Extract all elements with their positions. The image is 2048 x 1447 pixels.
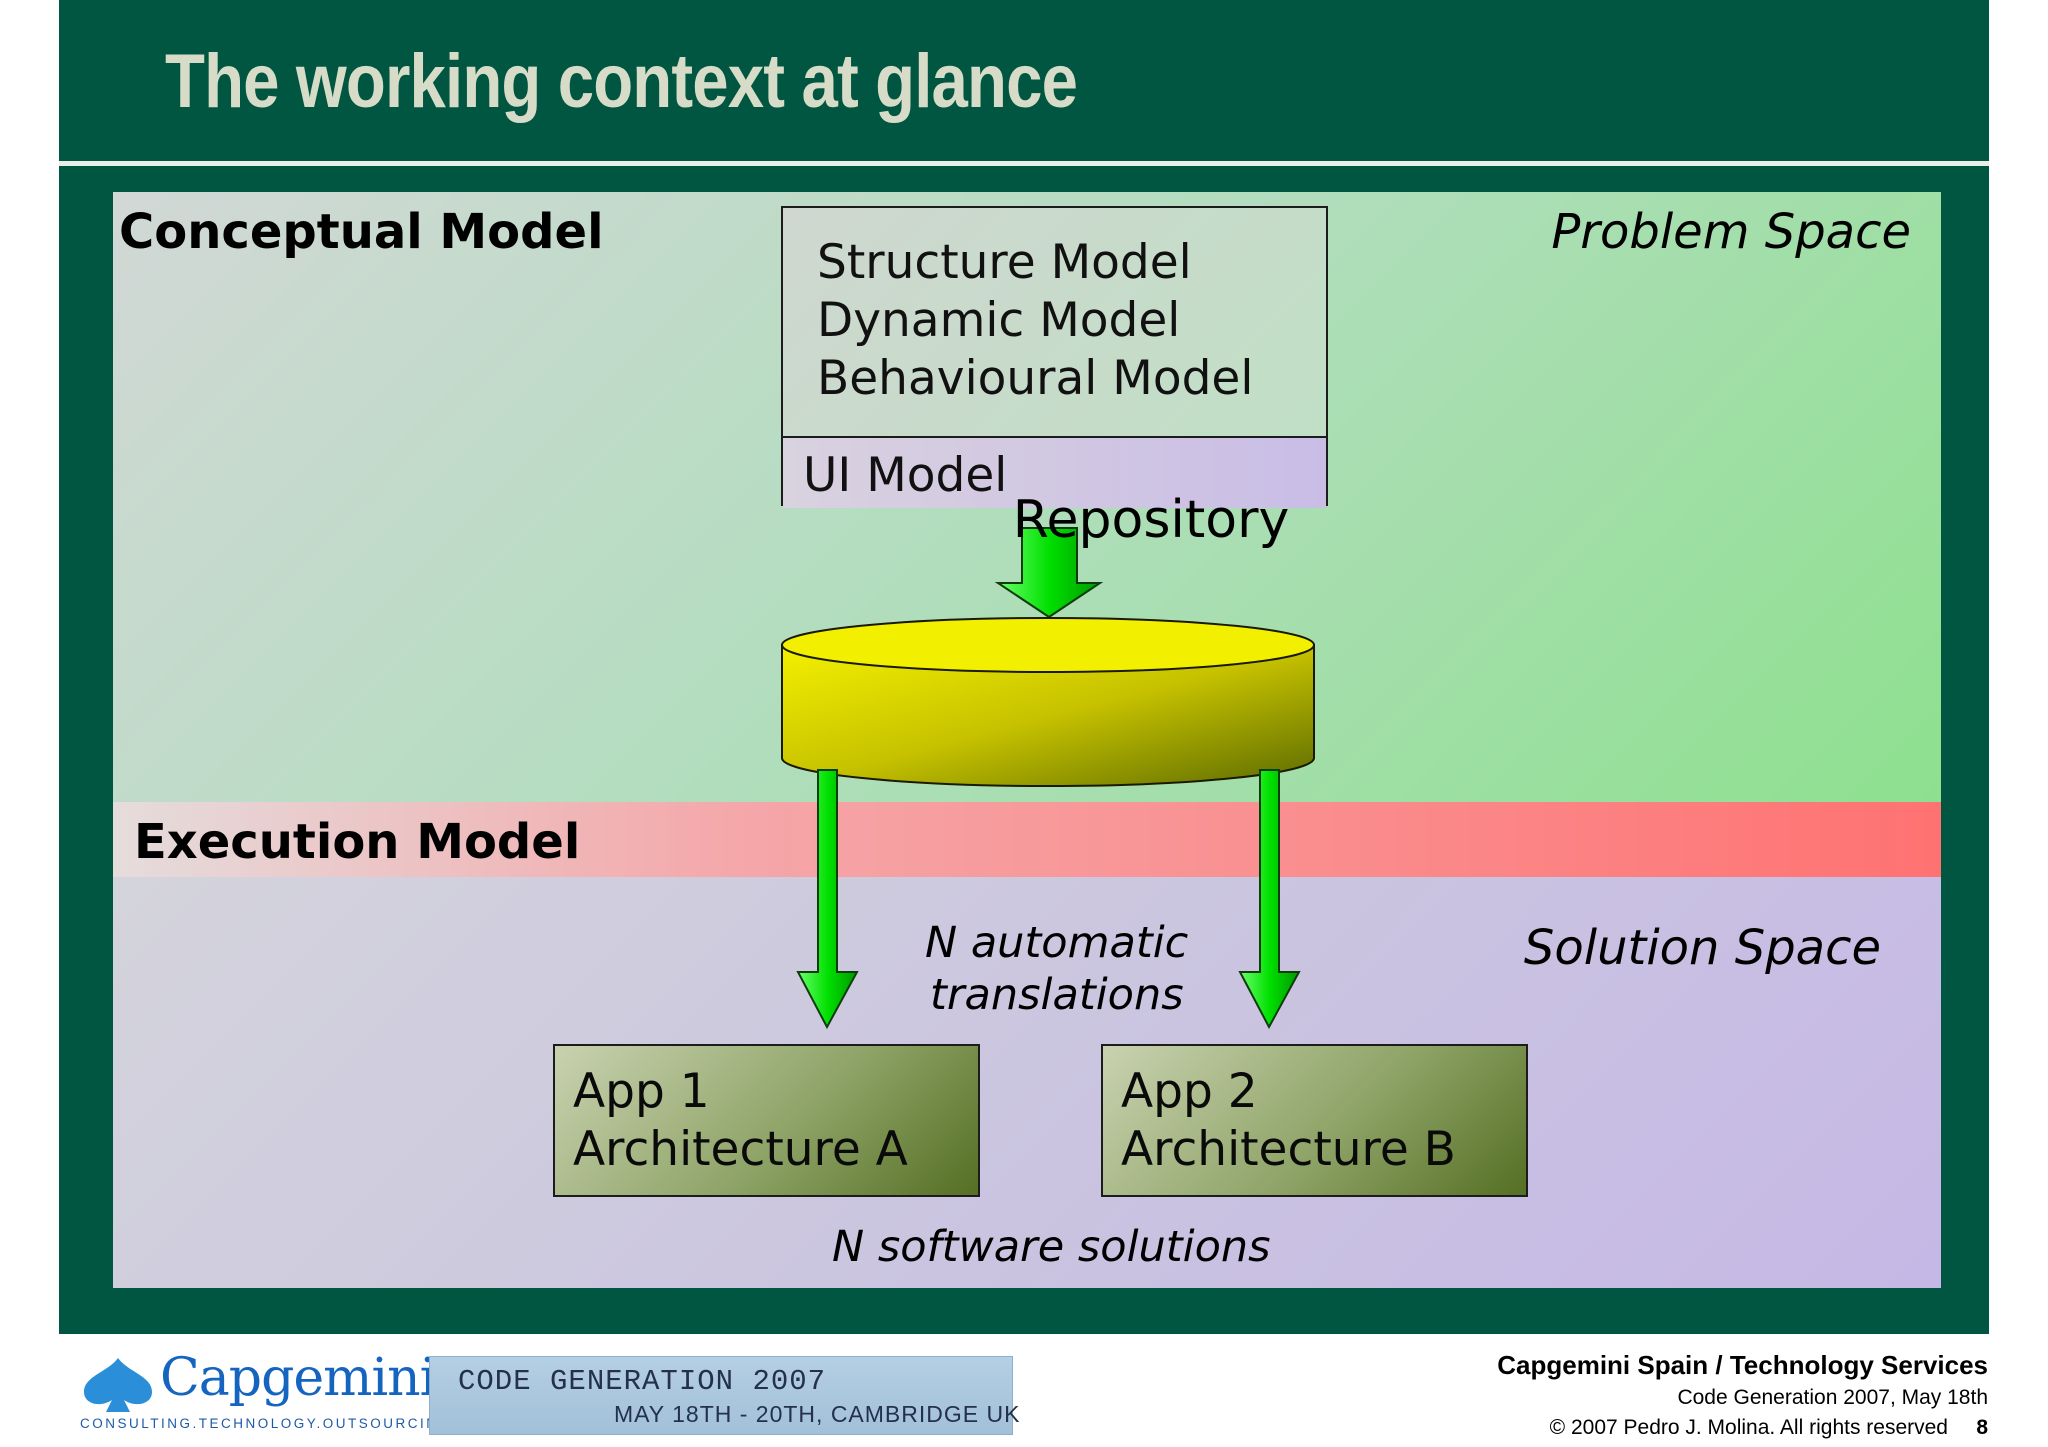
app-1-box: App 1 Architecture A	[553, 1044, 980, 1197]
logo-wordmark: Capgemini	[160, 1348, 436, 1408]
footer-company: Capgemini Spain / Technology Services	[1497, 1350, 1988, 1380]
banner-dates: MAY 18TH - 20TH, CAMBRIDGE UK	[614, 1401, 1021, 1427]
logo-tagline: CONSULTING.TECHNOLOGY.OUTSOURCING	[80, 1416, 452, 1431]
capgemini-logo: Capgemini CONSULTING.TECHNOLOGY.OUTSOURC…	[78, 1348, 449, 1438]
translations-label-line1: N automatic	[925, 918, 1189, 968]
page-number: 8	[1976, 1416, 1988, 1439]
solution-space-zone	[113, 877, 1941, 1288]
execution-model-band	[113, 802, 1941, 877]
footer-copyright: © 2007 Pedro J. Molina. All rights reser…	[1549, 1416, 1948, 1439]
app-2-box: App 2 Architecture B	[1101, 1044, 1528, 1197]
solution-space-label: Solution Space	[1523, 920, 1881, 976]
down-arrow-icon	[1238, 769, 1301, 1030]
down-arrow-icon	[994, 527, 1104, 619]
banner-title: CODE GENERATION 2007	[458, 1365, 827, 1398]
dynamic-model-item: Dynamic Model	[817, 293, 1181, 348]
conceptual-models-box: Structure Model Dynamic Model Behavioura…	[781, 206, 1328, 508]
execution-model-label: Execution Model	[134, 814, 581, 870]
conceptual-model-label: Conceptual Model	[119, 204, 604, 260]
ui-model-row: UI Model	[783, 436, 1326, 508]
repository-label: Repository	[1012, 490, 1290, 550]
app-2-architecture: Architecture B	[1121, 1122, 1456, 1177]
spade-logo-icon	[84, 1358, 152, 1412]
problem-space-label: Problem Space	[1551, 204, 1911, 260]
code-generation-banner: CODE GENERATION 2007 MAY 18TH - 20TH, CA…	[429, 1356, 1019, 1435]
footer-event: Code Generation 2007, May 18th	[1677, 1386, 1988, 1409]
models-list: Structure Model Dynamic Model Behavioura…	[817, 234, 1253, 408]
software-solutions-label: N software solutions	[832, 1222, 1271, 1272]
translations-label-line2: translations	[930, 970, 1184, 1020]
down-arrow-icon	[796, 769, 859, 1030]
repository-cylinder-icon	[781, 617, 1315, 787]
behavioural-model-item: Behavioural Model	[817, 351, 1254, 406]
title-divider	[59, 161, 1989, 166]
slide-title: The working context at glance	[165, 39, 1078, 124]
app-1-name: App 1	[573, 1064, 710, 1119]
structure-model-item: Structure Model	[817, 235, 1192, 290]
ui-model-label: UI Model	[803, 448, 1008, 503]
app-1-architecture: Architecture A	[573, 1122, 908, 1177]
diagram-panel: Conceptual Model Problem Space Execution…	[113, 192, 1941, 1288]
app-2-name: App 2	[1121, 1064, 1258, 1119]
